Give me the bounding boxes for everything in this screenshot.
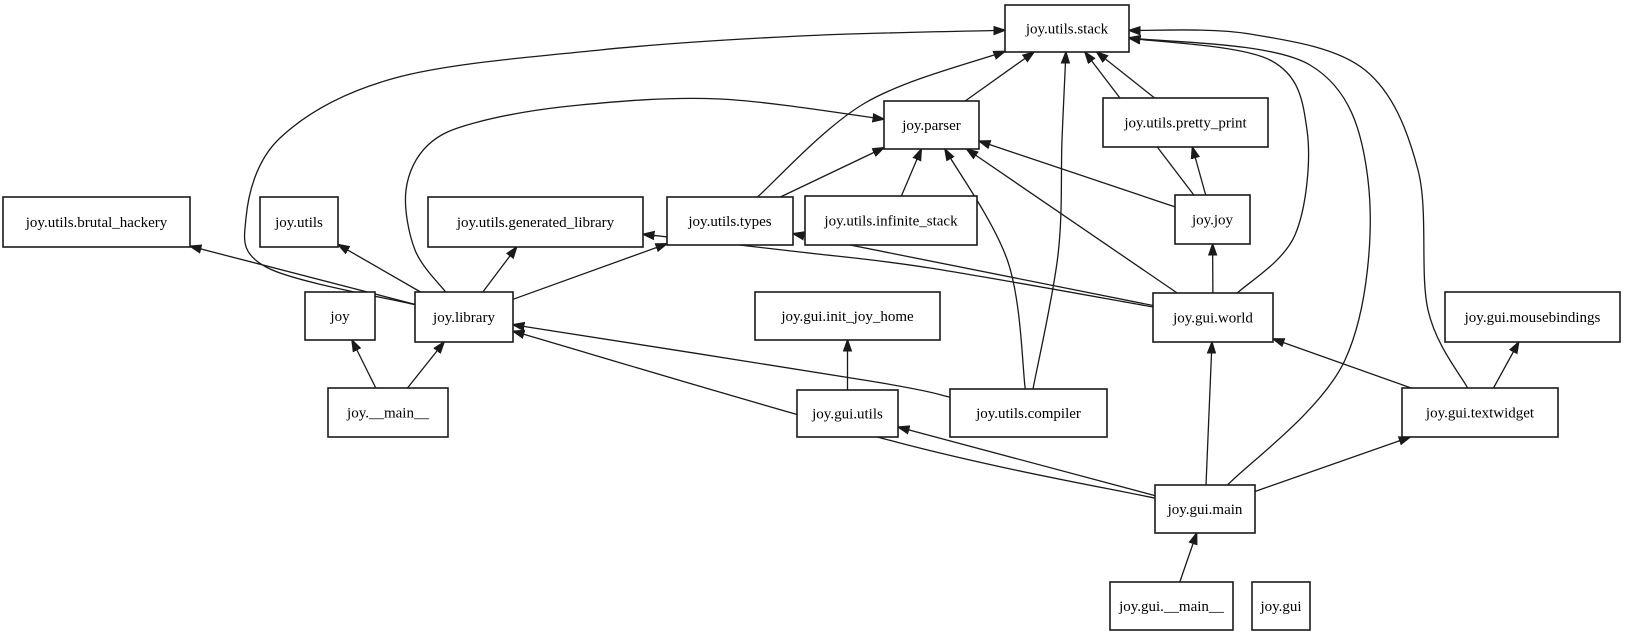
- graph-edge-joy.library-to-joy.utils.generated_library: [482, 247, 517, 293]
- node-box: [1401, 387, 1559, 438]
- graph-node-joy.joy: joy.joy: [1174, 194, 1251, 245]
- node-label: joy: [329, 309, 350, 325]
- node-box: [804, 195, 978, 246]
- graph-node-joy.utils.brutal_hackery: joy.utils.brutal_hackery: [2, 196, 191, 248]
- node-box: [1444, 291, 1621, 343]
- graph-edge-joy.joy-to-joy.parser: [979, 141, 1176, 208]
- node-box: [883, 100, 980, 150]
- graph-edge-joy.gui.main-to-joy.library: [513, 331, 1156, 499]
- node-label: joy.utils.brutal_hackery: [25, 215, 168, 231]
- graph-node-joy.__main__: joy.__main__: [327, 387, 449, 438]
- node-label: joy.gui.mousebindings: [1464, 310, 1601, 326]
- node-label: joy.utils.stack: [1025, 22, 1109, 38]
- graph-edge-joy.utils.compiler-to-joy.utils.stack: [1032, 52, 1066, 390]
- graph-edge-joy.gui.main-to-joy.gui.utils: [898, 427, 1156, 497]
- graph-node-joy.utils.types: joy.utils.types: [666, 196, 794, 246]
- graph-edge-joy.gui.world-to-joy.parser: [967, 149, 1178, 294]
- node-label: joy.gui.main: [1167, 502, 1243, 518]
- graph-edge-joy.utils.compiler-to-joy.library: [513, 325, 951, 398]
- graph-edge-joy.__main__-to-joy: [352, 340, 377, 389]
- graph-node-joy: joy: [304, 291, 376, 341]
- graph-node-joy.utils.infinite_stack: joy.utils.infinite_stack: [804, 195, 978, 246]
- graph-edge-joy.utils.types-to-joy.parser: [780, 148, 884, 198]
- node-label: joy.utils.types: [687, 214, 771, 230]
- graph-node-joy.gui.main: joy.gui.main: [1154, 484, 1256, 534]
- node-box: [1251, 581, 1311, 631]
- graph-edge-joy.gui.world-to-joy.utils.stack: [1129, 38, 1310, 294]
- graph-edge-joy.parser-to-joy.utils.stack: [964, 52, 1034, 102]
- node-box: [414, 291, 514, 343]
- graph-node-joy.gui: joy.gui: [1251, 581, 1311, 631]
- node-label: joy.library: [432, 310, 495, 326]
- node-label: joy.utils.compiler: [975, 406, 1081, 422]
- node-box: [796, 389, 899, 438]
- graph-node-joy.gui.init_joy_home: joy.gui.init_joy_home: [754, 291, 941, 341]
- graph-node-joy.gui.mousebindings: joy.gui.mousebindings: [1444, 291, 1621, 343]
- graph-edge-joy.library-to-joy.utils.types: [512, 244, 667, 300]
- node-box: [427, 196, 644, 248]
- graph-edge-joy.library-to-joy.parser: [404, 97, 884, 293]
- graph-edge-joy.gui.__main__-to-joy.gui.main: [1179, 533, 1197, 583]
- node-box: [259, 196, 339, 248]
- graph-node-joy.parser: joy.parser: [883, 100, 980, 150]
- node-label: joy.utils.infinite_stack: [823, 214, 958, 230]
- node-box: [327, 387, 449, 438]
- node-box: [1109, 581, 1234, 631]
- node-box: [1102, 97, 1269, 148]
- graph-node-joy.gui.world: joy.gui.world: [1152, 292, 1274, 343]
- node-box: [2, 196, 191, 248]
- graph-edge-joy.gui.main-to-joy.gui.textwidget: [1254, 437, 1410, 493]
- node-box: [666, 196, 794, 246]
- graph-edge-joy.__main__-to-joy.library: [406, 342, 444, 389]
- node-box: [1154, 484, 1256, 534]
- node-box: [1004, 4, 1130, 53]
- graph-node-joy.utils: joy.utils: [259, 196, 339, 248]
- graph-edge-joy.gui.main-to-joy.gui.world: [1205, 342, 1212, 486]
- node-box: [304, 291, 376, 341]
- graph-edge-joy.library-to-joy.utils.brutal_hackery: [190, 246, 416, 305]
- graph-edge-joy.library-to-joy.utils: [338, 244, 421, 293]
- graph-edge-joy.utils.compiler-to-joy.parser: [945, 149, 1026, 390]
- graph-node-joy.gui.textwidget: joy.gui.textwidget: [1401, 387, 1559, 438]
- node-label: joy.gui.textwidget: [1425, 406, 1535, 422]
- node-label: joy.utils: [274, 215, 323, 231]
- graph-edge-joy.gui.main-to-joy.utils.stack: [1129, 38, 1371, 486]
- node-label: joy.__main__: [346, 406, 429, 422]
- node-box: [1174, 194, 1251, 245]
- graph-edge-joy.gui.textwidget-to-joy.gui.mousebindings: [1492, 342, 1518, 389]
- node-label: joy.gui.init_joy_home: [780, 309, 914, 325]
- graph-node-joy.gui.utils: joy.gui.utils: [796, 389, 899, 438]
- node-label: joy.gui.utils: [811, 407, 883, 423]
- graph-node-joy.utils.compiler: joy.utils.compiler: [949, 388, 1108, 438]
- graph-node-joy.library: joy.library: [414, 291, 514, 343]
- graph-edge-joy.joy-to-joy.utils.pretty_print: [1192, 147, 1207, 196]
- graph-edge-joy.utils.types-to-joy.utils.stack: [757, 51, 1005, 198]
- node-box: [754, 291, 941, 341]
- graph-edge-joy.utils.infinite_stack-to-joy.parser: [900, 149, 921, 197]
- node-label: joy.gui: [1259, 599, 1301, 615]
- graph-edge-joy.utils.pretty_print-to-joy.utils.stack: [1097, 52, 1156, 99]
- node-label: joy.parser: [901, 118, 961, 134]
- graph-node-joy.utils.stack: joy.utils.stack: [1004, 4, 1130, 53]
- node-label: joy.utils.pretty_print: [1123, 116, 1247, 132]
- node-label: joy.gui.__main__: [1118, 599, 1224, 615]
- graph-edge-joy.library-to-joy.utils.stack: [243, 30, 1005, 306]
- node-label: joy.joy: [1191, 213, 1234, 229]
- graph-node-joy.utils.pretty_print: joy.utils.pretty_print: [1102, 97, 1269, 148]
- node-label: joy.utils.generated_library: [456, 215, 615, 231]
- node-label: joy.gui.world: [1172, 311, 1253, 327]
- graph-node-joy.utils.generated_library: joy.utils.generated_library: [427, 196, 644, 248]
- node-box: [1152, 292, 1274, 343]
- graph-edge-joy.gui.textwidget-to-joy.utils.stack: [1129, 30, 1469, 389]
- graph-edge-joy.gui.textwidget-to-joy.gui.world: [1273, 339, 1412, 389]
- graph-node-joy.gui.__main__: joy.gui.__main__: [1109, 581, 1234, 631]
- node-box: [949, 388, 1108, 438]
